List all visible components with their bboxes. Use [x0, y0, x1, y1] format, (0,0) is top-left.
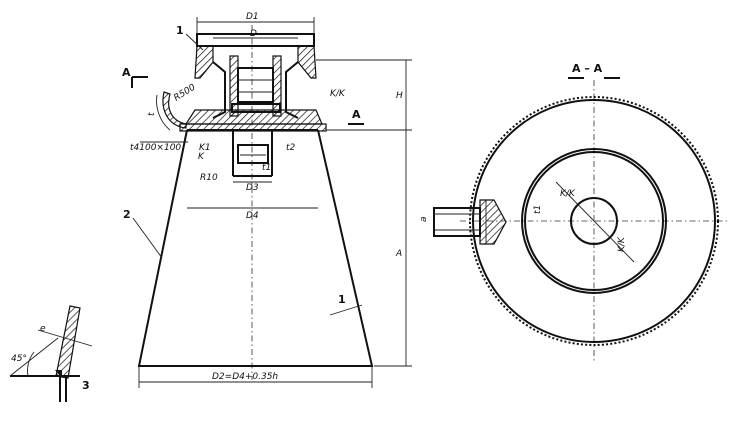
label-a: a [419, 216, 429, 222]
label-d3: D3 [246, 183, 259, 193]
label-d1: D1 [246, 12, 259, 22]
leader-part-1-top [185, 33, 204, 51]
label-dim-a: A [395, 249, 402, 259]
label-r10: R10 [200, 173, 218, 183]
label-part-1-side: 1 [338, 293, 346, 306]
label-plate: t4100×100 [130, 143, 181, 153]
head-right-flange-section [297, 45, 317, 79]
label-section-a-left: A [122, 66, 131, 79]
label-r500: R500 [172, 83, 197, 104]
head-base-flange [184, 109, 323, 125]
label-t2: t2 [286, 143, 296, 153]
label-k1: K1 [199, 143, 211, 153]
weld-bead [55, 370, 62, 378]
bollard-head [184, 33, 323, 125]
head-core [237, 67, 274, 103]
label-t1-section: t1 [533, 205, 543, 214]
label-k-top: K/K [330, 89, 346, 99]
leader-part-1-side [329, 304, 363, 316]
bracket-guide [156, 94, 171, 131]
label-e: e [40, 324, 46, 334]
lug-bracket-section [479, 199, 507, 245]
top-plate [179, 123, 327, 132]
label-k-upper: K/K [560, 189, 576, 199]
elevation-view: D1 D 1 A A R500 t t4100×100 K/K K1 K R10… [122, 12, 412, 388]
label-d4: D4 [246, 211, 259, 221]
label-angle-45: 45° [11, 354, 27, 364]
label-part-2: 2 [123, 208, 131, 221]
weld-angle-arc [27, 351, 35, 377]
head-top-flange [196, 33, 315, 47]
conical-base [137, 129, 374, 367]
label-k: K [198, 152, 205, 162]
section-view-aa: A – A K/K K/K a t1 [419, 62, 728, 362]
inner-tube-box [237, 144, 269, 164]
inner-circle [570, 197, 618, 245]
outer-circle [469, 96, 719, 346]
label-k-lower: K/K [617, 236, 627, 252]
label-section-title: A – A [572, 62, 603, 75]
label-d: D [250, 29, 257, 39]
label-t: t [147, 112, 157, 116]
weld-e-line [37, 329, 93, 347]
weld-detail: 45° e 3 [9, 305, 93, 402]
label-part-3: 3 [82, 379, 90, 392]
weld-plate-section [55, 305, 81, 379]
label-d2: D2=D4+0.35h [212, 372, 278, 382]
label-t1: t1 [262, 163, 271, 173]
middle-circle [521, 148, 667, 294]
weld-angle-line [9, 337, 59, 377]
outer-circle-inner-edge [472, 99, 716, 343]
leader-part-2 [132, 217, 163, 259]
label-part-1-top: 1 [176, 24, 184, 37]
label-dim-h: H [396, 91, 403, 101]
side-bracket [162, 91, 187, 129]
label-section-a-right: A [352, 108, 361, 121]
head-left-flange-section [194, 45, 214, 79]
middle-circle-inner-edge [524, 151, 664, 291]
diagonal-reference-line [555, 181, 635, 263]
